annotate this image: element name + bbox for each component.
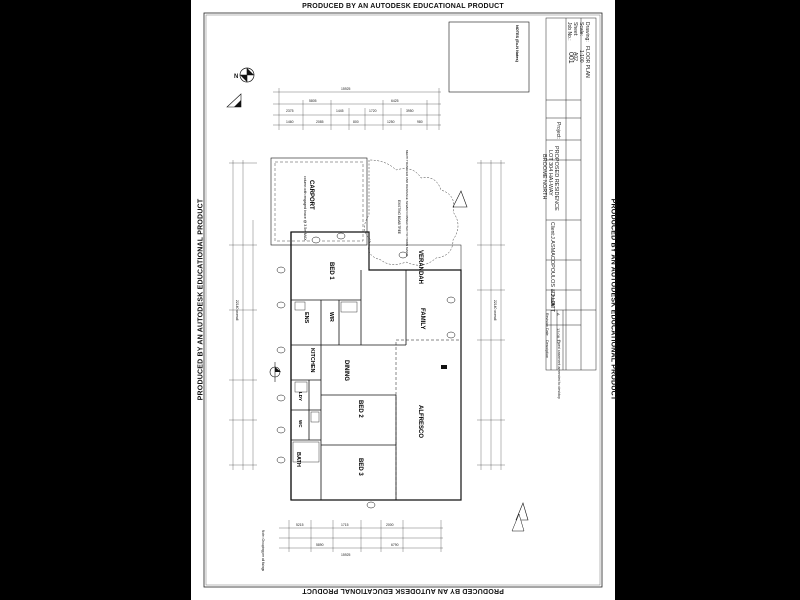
tb-job-value: 001	[567, 52, 574, 64]
svg-text:2375: 2375	[286, 109, 294, 113]
bottom-dimensions	[279, 520, 443, 552]
notes-box	[448, 21, 530, 93]
svg-text:800: 800	[353, 120, 359, 124]
tb-drawn-value: JA	[549, 300, 555, 306]
room-label-bath: BATH	[295, 452, 301, 467]
tb-rev-desc: Fixed casement amended to desktop	[557, 340, 561, 399]
tb-scale-value: 1:100	[578, 50, 584, 63]
svg-text:1250: 1250	[387, 120, 395, 124]
tb-drawing-label: Drawing:	[584, 22, 590, 42]
tb-rev-letter: A	[556, 313, 561, 316]
notes-heading: NOTES (Ex-N Notes)	[515, 25, 519, 62]
svg-text:6425: 6425	[391, 99, 399, 103]
room-label-verandah: VERANDAH	[417, 250, 423, 285]
house-outline	[290, 231, 462, 501]
tb-project-line1: PROPOSED RESIDENCE	[553, 146, 559, 211]
room-label-bed3: BED 3	[357, 458, 363, 476]
room-label-family: FAMILY	[419, 308, 425, 330]
svg-text:2000: 2000	[386, 523, 394, 527]
section-marker-left-icon	[269, 362, 281, 382]
interior-walls	[291, 270, 407, 500]
fixtures	[292, 301, 358, 463]
tb-rev-head-3: Description	[545, 340, 549, 358]
svg-text:3950: 3950	[406, 109, 414, 113]
svg-text:5805: 5805	[309, 99, 317, 103]
svg-text:1720: 1720	[369, 109, 377, 113]
inner-border	[205, 14, 601, 586]
tb-project-label: Project:	[555, 122, 561, 139]
svg-text:1445: 1445	[336, 109, 344, 113]
tb-client-label: Client:	[549, 222, 555, 237]
right-dimensions	[477, 160, 505, 470]
overall-dim-bottom: 15925	[341, 553, 351, 557]
room-label-kitchen: KITCHEN	[309, 348, 315, 373]
tb-project-line3: BROOME NORTH	[541, 154, 547, 200]
drawing-sheet: PRODUCED BY AN AUTODESK EDUCATIONAL PROD…	[191, 0, 617, 600]
outer-border	[203, 12, 603, 588]
svg-text:980: 980	[417, 120, 423, 124]
alfresco-area	[395, 339, 462, 501]
room-label-wir: WIR	[328, 312, 334, 322]
svg-text:1715: 1715	[341, 523, 349, 527]
tb-project-line2: LOT 304 HAI-WAY	[547, 150, 553, 196]
room-label-dining: DINING	[343, 360, 349, 381]
tree-note: EXISTING BOAB TREE	[397, 200, 401, 234]
tb-rev-head-2: Date	[545, 328, 549, 336]
boab-tree	[364, 159, 459, 266]
room-label-wc: WC	[298, 420, 303, 428]
top-dimensions	[273, 88, 441, 130]
side-dimension-left: 22140 overall	[235, 300, 239, 321]
room-label-carport: CARPORT	[308, 180, 314, 210]
side-dimension-right: 22140 overall	[493, 300, 497, 321]
room-label-bed2: BED 2	[357, 400, 363, 418]
floor-plan-drawing: N	[203, 12, 603, 588]
svg-text:5215: 5215	[296, 523, 304, 527]
svg-text:1460: 1460	[286, 120, 294, 124]
watermark-top: PRODUCED BY AN AUTODESK EDUCATIONAL PROD…	[302, 3, 504, 10]
room-label-ldy: LDY	[298, 392, 303, 401]
north-label: N	[234, 74, 238, 80]
carport-note: column with engaged brace @ 3.5m MAX	[303, 176, 307, 241]
window-markers	[276, 232, 456, 509]
room-label-ens: ENS	[303, 312, 309, 324]
room-label-alfresco: ALFRESCO	[417, 405, 423, 438]
north-arrow-icon: N	[234, 67, 255, 83]
svg-text:2085: 2085	[316, 120, 324, 124]
svg-text:5890: 5890	[316, 543, 324, 547]
top-dimension-text: 15925 5805 6425 2375 1445 1720 3950 1460…	[286, 87, 423, 124]
room-label-bed1: BED 1	[328, 262, 334, 280]
hwu-marker	[441, 365, 447, 369]
bore-note: MERTI TRANSFER AND DRAINAGE SEWER CONNEC…	[405, 150, 409, 257]
tb-sheet-label: Sheet:	[572, 22, 578, 37]
overall-dim-top: 15925	[341, 87, 351, 91]
title-block	[545, 17, 597, 371]
svg-text:6790: 6790	[391, 543, 399, 547]
section-marker-icon	[226, 93, 529, 532]
legend-note: Note: Grouping per all fixings	[261, 530, 265, 572]
left-dimensions	[229, 160, 257, 470]
tb-drawing-value: FLOOR PLAN	[584, 46, 590, 78]
tb-job-label: Job No.:	[566, 22, 572, 41]
tb-rev-head-1: Revision	[545, 313, 549, 327]
tb-scale-label: Scale:	[578, 22, 584, 36]
verandah-area	[368, 244, 462, 271]
